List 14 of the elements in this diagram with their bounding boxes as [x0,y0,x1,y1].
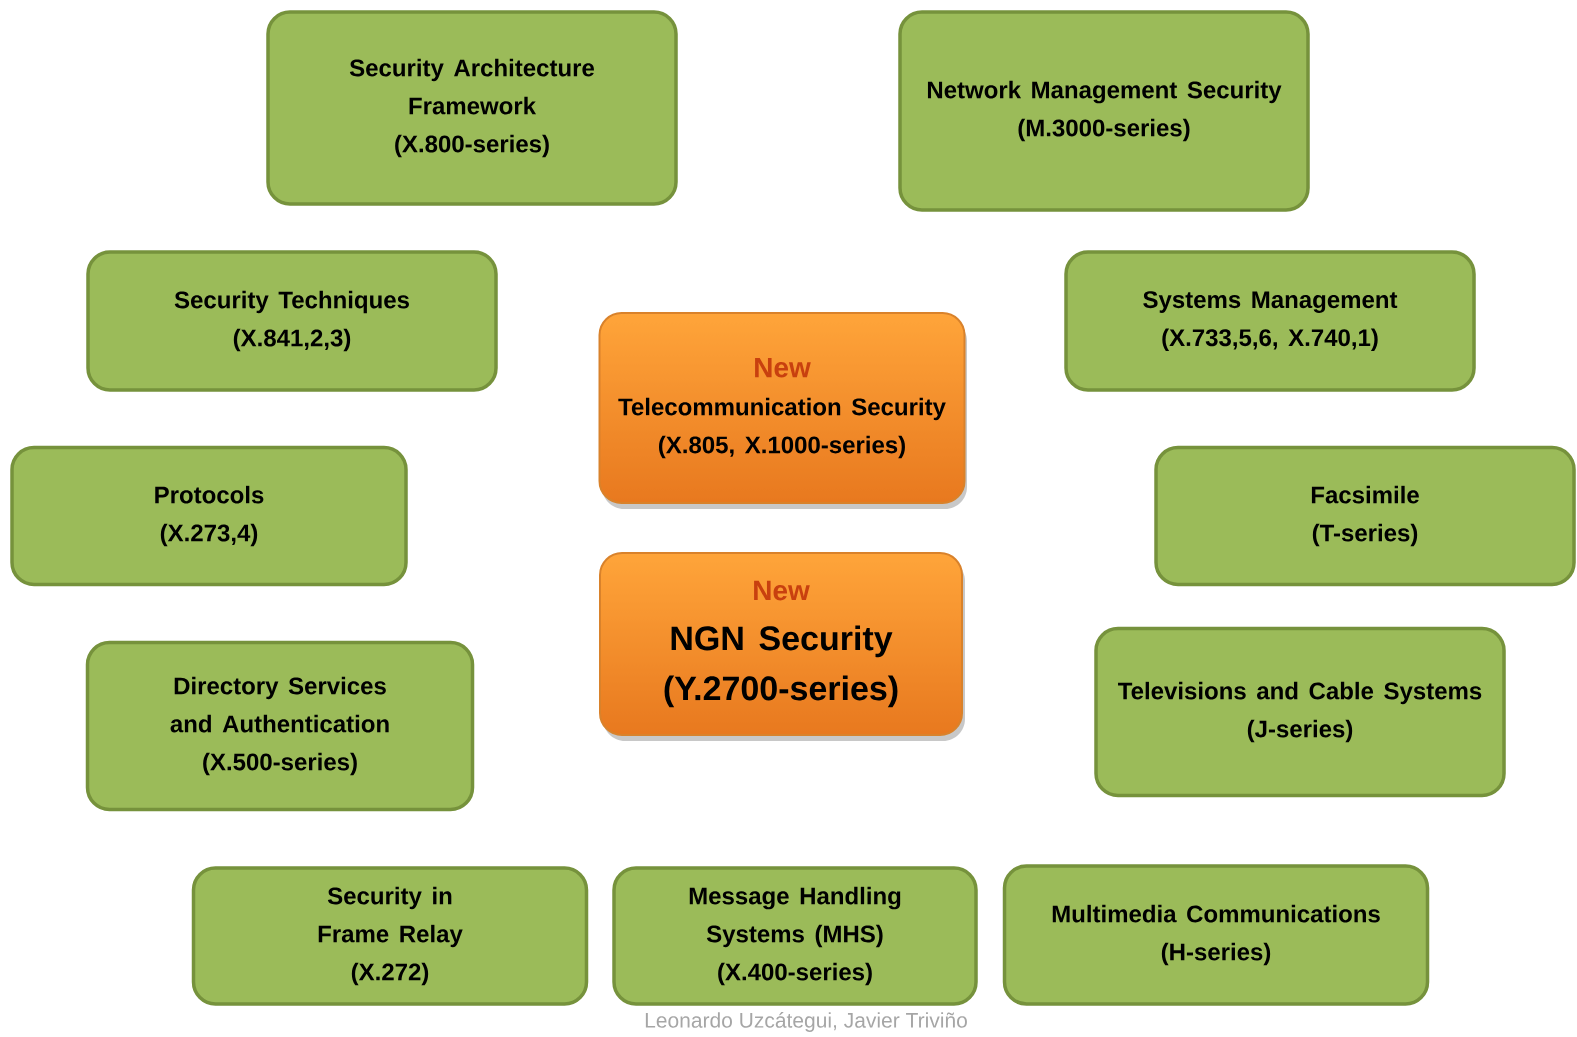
topic-box: Directory Services and Authentication (X.500-series) [85,640,475,812]
highlight-box: New Telecommunication Security (X.805, X.1000-series) [598,312,967,509]
footer-text: Leonardo Uzcátegui, Javier Triviño [645,1012,967,1032]
topic-box: Multimedia Communications (H-series) [1002,864,1430,1006]
topic-box: Televisions and Cable Systems (J-series) [1094,626,1506,798]
topic-box: Message Handling Systems (MHS) (X.400-series) [612,866,978,1006]
topic-box: Network Management Security (M.3000-series) [898,10,1310,212]
topic-box: Facsimile (T-series) [1154,445,1576,587]
topic-box: Protocols (X.273,4) [10,445,408,587]
topic-box: Systems Management (X.733,5,6, X.740,1) [1064,250,1476,392]
topic-box: Security Architecture Framework (X.800-series) [266,10,678,206]
topic-box: Security Techniques (X.841,2,3) [86,250,498,392]
topic-box: Security in Frame Relay (X.272) [191,866,589,1006]
highlight-box: New NGN Security (Y.2700-series) [599,552,965,741]
